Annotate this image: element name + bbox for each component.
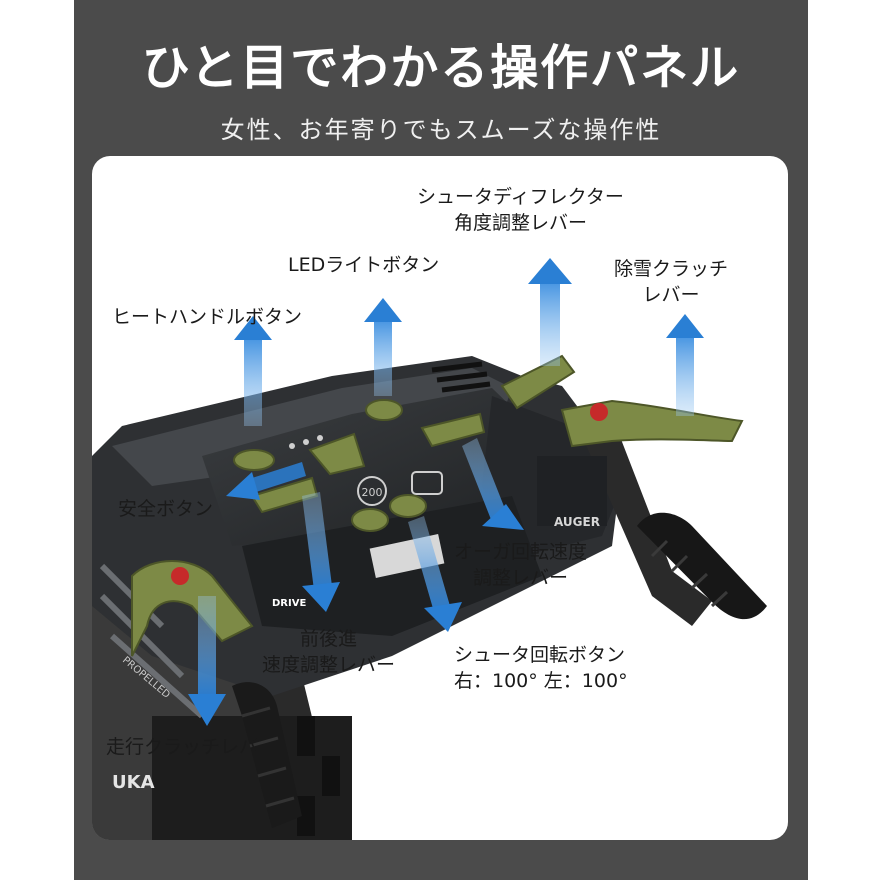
auger-speed-lever[interactable] (420, 412, 486, 448)
callout-arrows (188, 258, 704, 726)
label-safety: 安全ボタン (118, 498, 214, 520)
label-deflector-line2: 角度調整レバー (453, 212, 587, 234)
panel-indicators: 200 (289, 435, 443, 506)
arrow-clutch (676, 336, 694, 416)
page-title: ひと目でわかる操作パネル (141, 40, 741, 96)
led-light-button[interactable] (365, 399, 403, 421)
label-deflector-line1: シュータディフレクター (417, 186, 624, 208)
arrow-deflector (540, 282, 560, 366)
arrow-chute (408, 516, 450, 612)
arrow-heat (244, 338, 262, 426)
label-drive: 走行クラッチレバー (106, 736, 278, 758)
label-speed: 前後進 速度調整レバー (262, 626, 395, 678)
label-chute-line2: 右：100° 左：100° (454, 670, 628, 692)
safety-button[interactable] (308, 432, 366, 476)
label-heat: ヒートハンドルボタン (112, 306, 303, 328)
dial-text: 200 (362, 486, 383, 499)
arrow-speed (302, 492, 332, 590)
arrow-led (374, 320, 392, 396)
chute-rotate-right-button[interactable] (389, 494, 427, 518)
brand-mark: UKA (112, 772, 155, 793)
chute-rotate-left-button[interactable] (351, 508, 389, 532)
label-clutch-line1: 除雪クラッチ (614, 258, 729, 280)
label-speed-line1: 前後進 (300, 628, 358, 650)
label-auger: オーガ回転速度 調整レバー (454, 539, 587, 591)
label-auger-line1: オーガ回転速度 (454, 541, 588, 563)
label-clutch-line2: レバー (642, 284, 700, 306)
label-chute: シュータ回転ボタン 右：100° 左：100° (454, 642, 628, 694)
drive-mark: DRIVE (272, 598, 306, 609)
label-auger-line2: 調整レバー (473, 567, 569, 589)
arrow-safety (252, 462, 306, 492)
label-clutch: 除雪クラッチ レバー (614, 256, 728, 308)
label-led: LEDライトボタン (288, 254, 440, 276)
label-speed-line2: 速度調整レバー (262, 654, 396, 676)
heat-handle-button[interactable] (233, 449, 275, 471)
arrow-auger (462, 438, 507, 522)
label-deflector: シュータディフレクター 角度調整レバー (417, 184, 624, 236)
auger-console: AUGER (537, 456, 607, 529)
page-subtitle: 女性、お年寄りでもスムーズな操作性 (220, 116, 662, 144)
arrow-drive (198, 596, 216, 696)
snowblower-control-panel-illustration: 200 AUGER (92, 258, 767, 840)
auger-clutch-handle[interactable] (560, 399, 767, 626)
auger-mark: AUGER (554, 515, 600, 529)
label-chute-line1: シュータ回転ボタン (454, 644, 626, 666)
product-image-card: 200 AUGER (92, 156, 788, 840)
